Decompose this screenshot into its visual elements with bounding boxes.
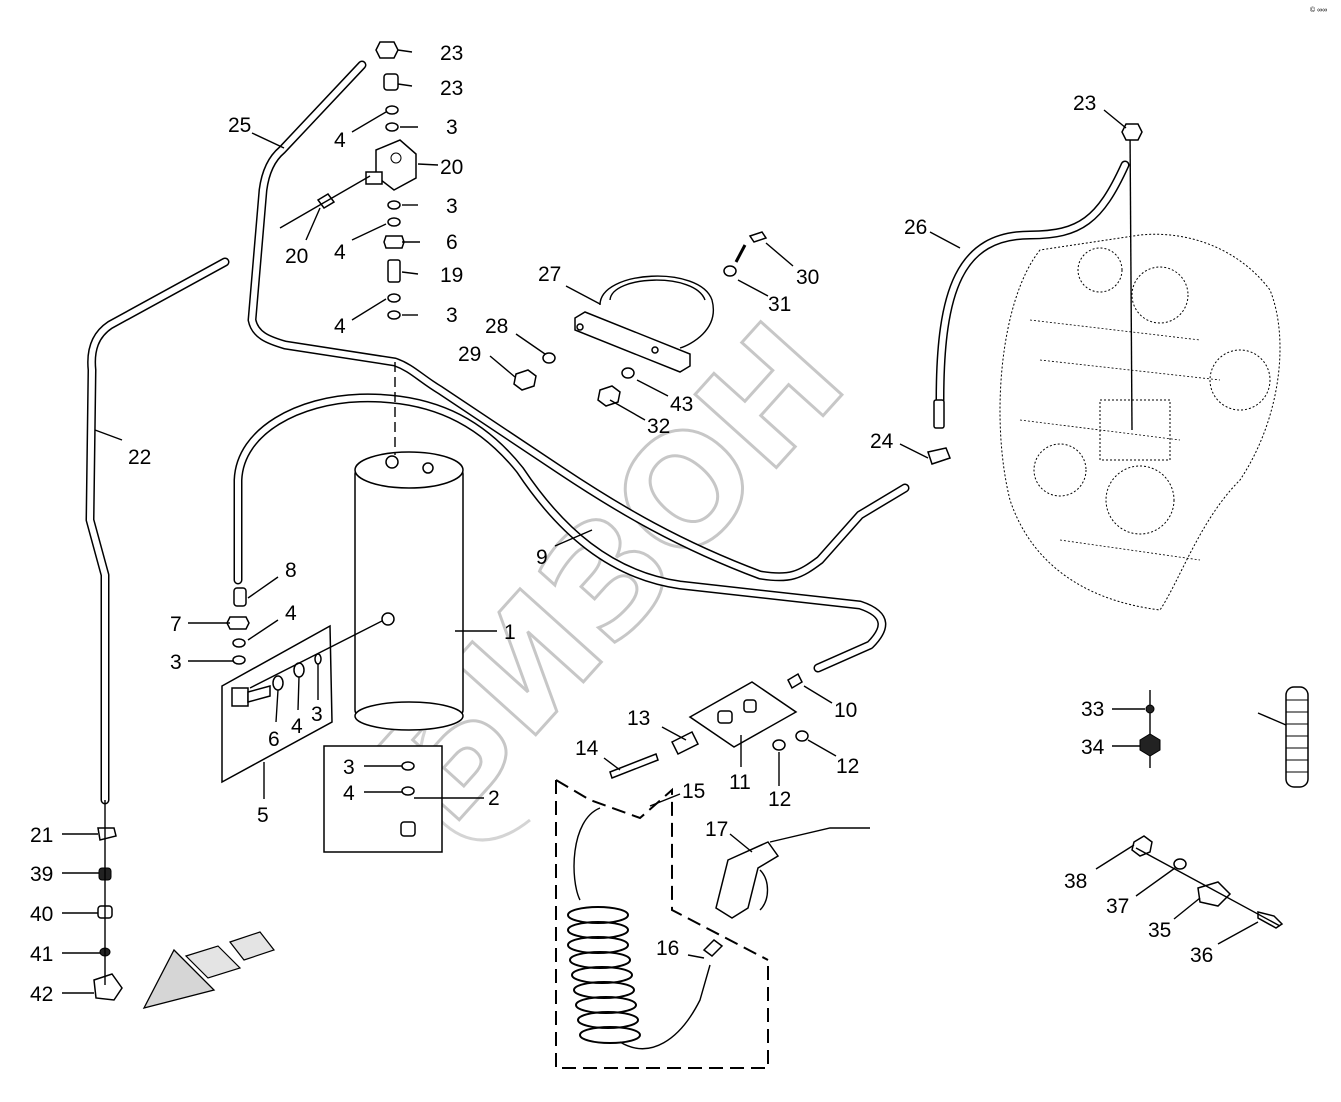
callout-10: 10 <box>834 699 857 722</box>
callout-6: 6 <box>446 231 458 254</box>
callout-12: 12 <box>768 788 791 811</box>
tank-clamp <box>513 231 768 407</box>
callout-20: 20 <box>285 245 308 268</box>
callout-4: 4 <box>334 241 346 264</box>
callout-33: 34 <box>1081 736 1105 759</box>
left-hardware <box>93 800 123 1001</box>
air-tank <box>354 362 464 731</box>
callout-27: 28 <box>485 315 508 338</box>
callout-4: 4 <box>291 715 303 738</box>
callout-32: 33 <box>1081 698 1104 721</box>
valve-stack <box>316 41 417 320</box>
callout-36: 37 <box>1106 895 1129 918</box>
callout-9: 9 <box>536 546 548 569</box>
callout-34: 35 <box>1148 919 1171 942</box>
callout-21: 22 <box>128 446 151 469</box>
callout-14: 14 <box>575 737 599 760</box>
callout-19: 20 <box>440 156 463 179</box>
callout-4: 4 <box>334 129 346 152</box>
callout-3: 3 <box>311 703 323 726</box>
box-2 <box>323 745 443 853</box>
callout-4: 4 <box>285 602 297 625</box>
callout-3: 3 <box>446 304 458 327</box>
callout-23: 23 <box>440 42 463 65</box>
hoses <box>85 60 1133 805</box>
callout-23: 23 <box>1073 92 1096 115</box>
air-gun-kit <box>555 779 870 1069</box>
callout-35: 36 <box>1190 944 1213 967</box>
callout-5: 5 <box>257 804 269 827</box>
plate-11 <box>609 672 809 779</box>
callout-13: 13 <box>627 707 650 730</box>
callout-30: 31 <box>768 293 791 316</box>
callout-4: 4 <box>343 782 355 805</box>
callout-41: 42 <box>30 983 53 1006</box>
callout-23: 24 <box>870 430 894 453</box>
corner-mark: © ∞∞ <box>1310 6 1327 14</box>
callout-38: 39 <box>30 863 53 886</box>
callout-28: 29 <box>458 343 481 366</box>
callout-24: 25 <box>228 114 251 137</box>
callout-42: 43 <box>670 393 693 416</box>
callout-3: 3 <box>446 195 458 218</box>
callout-29: 30 <box>796 266 819 289</box>
callout-1: 1 <box>504 621 516 644</box>
callout-11: 11 <box>729 771 751 794</box>
callout-18: 19 <box>440 264 463 287</box>
callout-25: 26 <box>904 216 927 239</box>
callout-7: 7 <box>170 613 182 636</box>
callout-3: 3 <box>170 651 182 674</box>
callout-12: 12 <box>836 755 859 778</box>
callout-40: 41 <box>30 943 53 966</box>
callout-3: 3 <box>343 756 355 779</box>
callout-4: 4 <box>334 315 346 338</box>
callout-3: 3 <box>446 116 458 139</box>
callout-15: 15 <box>682 780 705 803</box>
callout-22: 23 <box>440 77 463 100</box>
callout-26: 27 <box>538 263 561 286</box>
callout-17: 17 <box>705 818 728 841</box>
callout-2: 2 <box>488 787 500 810</box>
callout-20: 21 <box>30 824 53 847</box>
right-hardware <box>1131 686 1309 929</box>
callout-16: 16 <box>656 937 679 960</box>
callout-6: 6 <box>268 728 280 751</box>
engine-outline <box>999 233 1281 611</box>
engine-fittings <box>927 123 1143 465</box>
direction-arrow-icon <box>142 931 275 1009</box>
callout-37: 38 <box>1064 870 1087 893</box>
callout-8: 8 <box>285 559 297 582</box>
callout-labels: 23 23 4 3 20 3 4 6 19 4 3 20 25 22 21 39… <box>30 42 1213 1006</box>
leader-lines <box>62 49 1287 994</box>
callout-31: 32 <box>647 415 670 438</box>
callout-39: 40 <box>30 903 53 926</box>
